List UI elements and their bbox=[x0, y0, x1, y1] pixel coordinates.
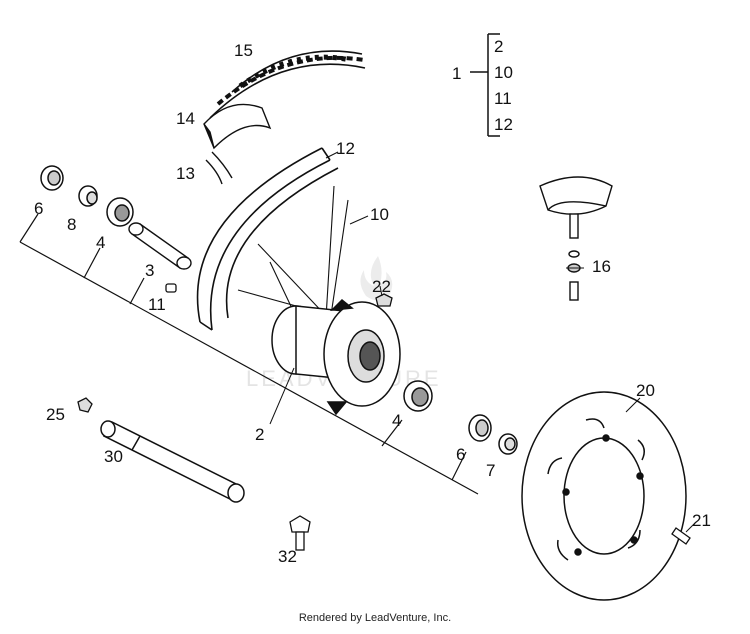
tire bbox=[209, 50, 366, 119]
inner-tube bbox=[203, 103, 272, 150]
seal-upper bbox=[40, 165, 64, 191]
callout-label: 14 bbox=[176, 109, 195, 128]
spacer-tube bbox=[128, 222, 192, 270]
callout-label: 25 bbox=[46, 405, 65, 424]
callout-leaders bbox=[269, 151, 695, 533]
callout-label: 22 bbox=[372, 277, 391, 296]
kit-member-label: 11 bbox=[494, 89, 512, 108]
callout-label: 6 bbox=[456, 445, 465, 464]
bearing-upper bbox=[106, 197, 134, 227]
spacer-7 bbox=[498, 433, 518, 455]
callout-label: 16 bbox=[592, 257, 611, 276]
screw-25 bbox=[77, 397, 93, 413]
callout-label: 8 bbox=[67, 215, 76, 234]
axle bbox=[100, 420, 245, 503]
seal-lower bbox=[468, 414, 492, 442]
callout-label: 11 bbox=[148, 295, 166, 314]
callout-label: 15 bbox=[234, 41, 253, 60]
callout-label: 7 bbox=[486, 461, 495, 480]
rim-tape bbox=[205, 151, 233, 185]
kit-member-label: 2 bbox=[494, 37, 503, 56]
screw-22 bbox=[375, 293, 393, 307]
kit-member-label: 12 bbox=[494, 115, 513, 134]
wheel-hub bbox=[271, 298, 401, 416]
callout-label: 2 bbox=[255, 425, 264, 444]
callout-label: 20 bbox=[636, 381, 655, 400]
footer-credit: Rendered by LeadVenture, Inc. bbox=[298, 612, 452, 624]
callout-label: 4 bbox=[392, 411, 401, 430]
callout-label: 6 bbox=[34, 199, 43, 218]
callout-label: 21 bbox=[692, 511, 711, 530]
kit-parent-label: 1 bbox=[452, 64, 461, 83]
callout-label: 13 bbox=[176, 164, 195, 183]
callout-label: 10 bbox=[370, 205, 389, 224]
distance-sleeve bbox=[78, 185, 98, 207]
callout-label: 3 bbox=[145, 261, 154, 280]
kit-bracket bbox=[470, 33, 500, 137]
bearing-lower bbox=[403, 380, 433, 412]
rim bbox=[196, 147, 339, 331]
assembly-guide-lines bbox=[19, 213, 479, 495]
callout-label: 32 bbox=[278, 547, 297, 566]
kit-member-label: 10 bbox=[494, 63, 513, 82]
valve-stem bbox=[539, 176, 613, 301]
brake-disc bbox=[521, 391, 687, 601]
bolt-32 bbox=[289, 515, 311, 551]
callout-label: 4 bbox=[96, 233, 105, 252]
callout-label: 12 bbox=[336, 139, 355, 158]
disc-bolt bbox=[671, 527, 691, 545]
screw-11 bbox=[165, 283, 177, 293]
callout-label: 30 bbox=[104, 447, 123, 466]
